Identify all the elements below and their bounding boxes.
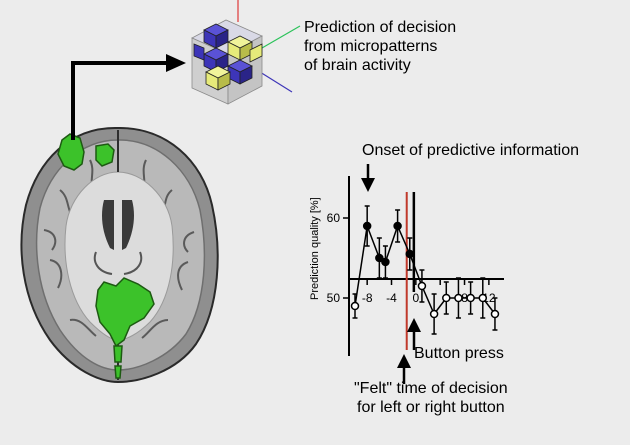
button-press-caption: Button press xyxy=(414,345,504,362)
posterior-cingulate-streak xyxy=(113,345,123,379)
felt-time-arrow xyxy=(397,354,411,384)
y-tick-label: 60 xyxy=(327,211,341,225)
voxel-cube xyxy=(191,0,301,105)
voxel-caption-line2: from micropatterns xyxy=(304,38,438,55)
data-point-open xyxy=(490,309,500,319)
data-point-filled xyxy=(362,221,372,231)
prediction-series-line xyxy=(354,223,496,316)
y-axis-title: Prediction quality [%] xyxy=(309,197,321,300)
data-point-open xyxy=(442,293,451,303)
precuneus-activation xyxy=(95,277,155,348)
felt-time-caption: "Felt" time of decision for left or righ… xyxy=(354,379,508,417)
medial-frontal-activation xyxy=(95,143,115,167)
data-point-open xyxy=(454,293,463,303)
felt-time-caption-line1: "Felt" time of decision xyxy=(354,380,508,397)
ventricles xyxy=(102,200,134,250)
x-tick-label: 0 xyxy=(413,291,420,305)
data-point-filled xyxy=(375,253,384,263)
y-tick-group: 50 60 xyxy=(327,211,349,305)
onset-caption: Onset of predictive information xyxy=(362,142,579,159)
x-tick-label: -8 xyxy=(362,291,373,305)
x-tick-label: -4 xyxy=(386,291,397,305)
voxel-caption-line1: Prediction of decision xyxy=(304,19,457,36)
felt-time-caption-line2: for left or right button xyxy=(357,399,505,416)
data-point-open xyxy=(478,293,488,303)
voxel-caption: Prediction of decision from micropattern… xyxy=(304,18,456,75)
data-point-group xyxy=(350,221,500,319)
data-point-open xyxy=(466,293,475,303)
data-point-open xyxy=(350,301,360,311)
onset-arrow xyxy=(361,164,375,192)
voxel-caption-line3: of brain activity xyxy=(304,57,411,74)
data-point-open xyxy=(429,309,439,319)
thalamus xyxy=(93,251,143,275)
data-point-open xyxy=(417,281,427,291)
connector-arrow xyxy=(71,54,186,140)
button-press-arrow xyxy=(407,318,421,350)
data-point-filled xyxy=(393,221,402,231)
data-point-filled xyxy=(405,249,415,259)
data-point-filled xyxy=(381,257,390,267)
y-tick-label: 50 xyxy=(327,291,341,305)
error-bar-group xyxy=(352,205,498,335)
